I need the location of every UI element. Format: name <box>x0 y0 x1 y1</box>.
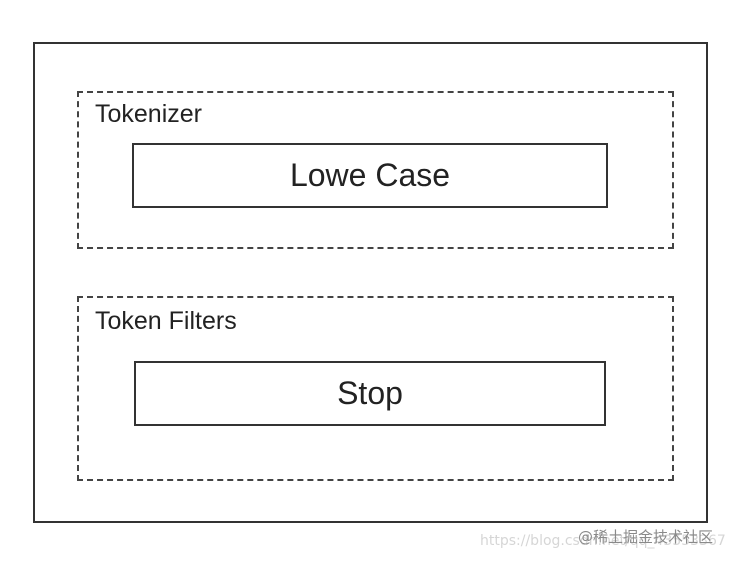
token-filters-group-title: Token Filters <box>95 307 237 335</box>
lowercase-box: Lowe Case <box>132 143 608 208</box>
token-filters-group <box>77 296 674 481</box>
tokenizer-group-title: Tokenizer <box>95 100 202 128</box>
stop-label: Stop <box>337 375 403 411</box>
watermark-brand: @稀土掘金技术社区 <box>578 528 714 546</box>
analyzer-outer-box <box>33 42 708 523</box>
tokenizer-group <box>77 91 674 249</box>
lowercase-label: Lowe Case <box>289 157 451 193</box>
stop-box: Stop <box>134 361 606 426</box>
watermark-blog-url: https://blog.csdn.net/qq_43553367 <box>480 533 726 549</box>
